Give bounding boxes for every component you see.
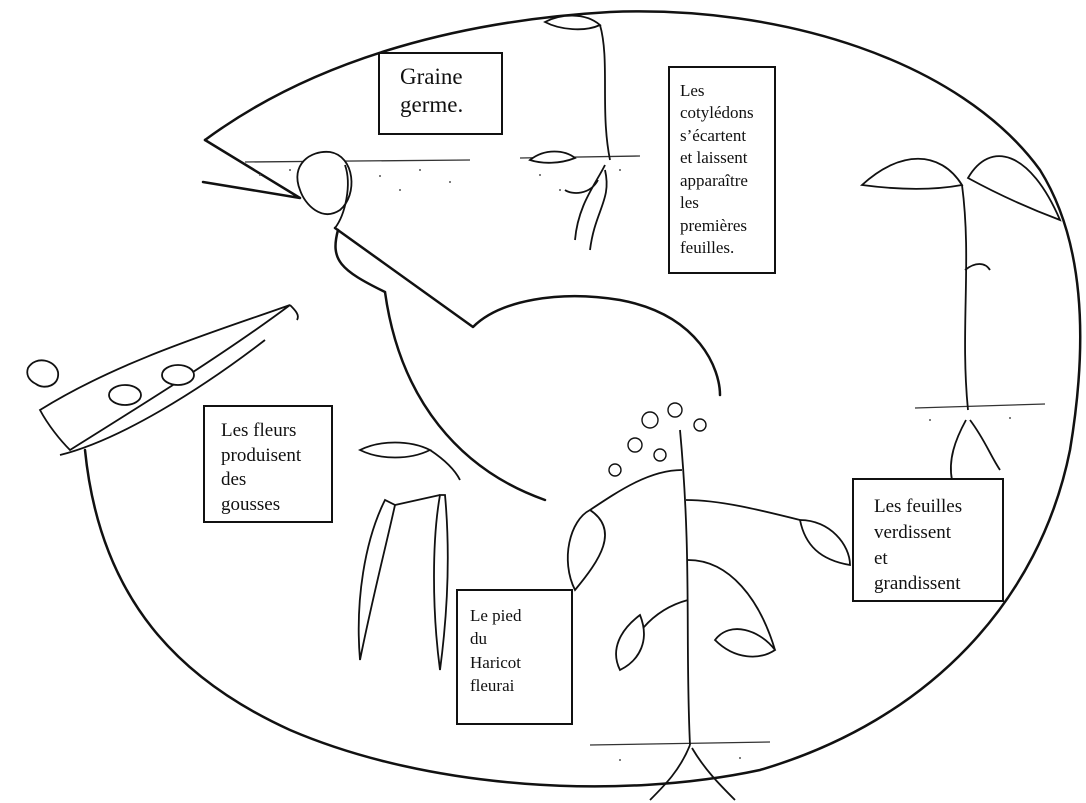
label-seed-germinates-text: Graine germe. (400, 63, 501, 118)
label-plant-flowers: Le pied du Haricot fleurai (456, 589, 573, 725)
seed-wedge (203, 140, 300, 198)
label-leaves-grow: Les feuilles verdissent et grandissent (852, 478, 1004, 602)
soil-seed (245, 160, 470, 162)
inner-loop (335, 228, 720, 395)
pods (359, 443, 460, 671)
label-seed-germinates: Graine germe. (378, 52, 503, 135)
label-leaves-grow-text: Les feuilles verdissent et grandissent (874, 494, 1002, 597)
label-flowers-pods-text: Les fleurs produisent des gousses (221, 419, 331, 518)
label-cotyledons: Les cotylédons s’écartent et laissent ap… (668, 66, 776, 274)
label-plant-flowers-text: Le pied du Haricot fleurai (470, 604, 571, 698)
soil-young (915, 404, 1045, 408)
inner-path (335, 230, 545, 500)
germinating-seed (297, 152, 351, 214)
flower-cluster (609, 403, 706, 476)
label-flowers-pods: Les fleurs produisent des gousses (203, 405, 333, 523)
seedling (530, 16, 610, 250)
young-plant (862, 156, 1060, 480)
cycle-oval (85, 11, 1080, 786)
soil-flowering (590, 742, 770, 745)
label-cotyledons-text: Les cotylédons s’écartent et laissent ap… (680, 80, 774, 260)
soil-dots (259, 169, 1011, 761)
